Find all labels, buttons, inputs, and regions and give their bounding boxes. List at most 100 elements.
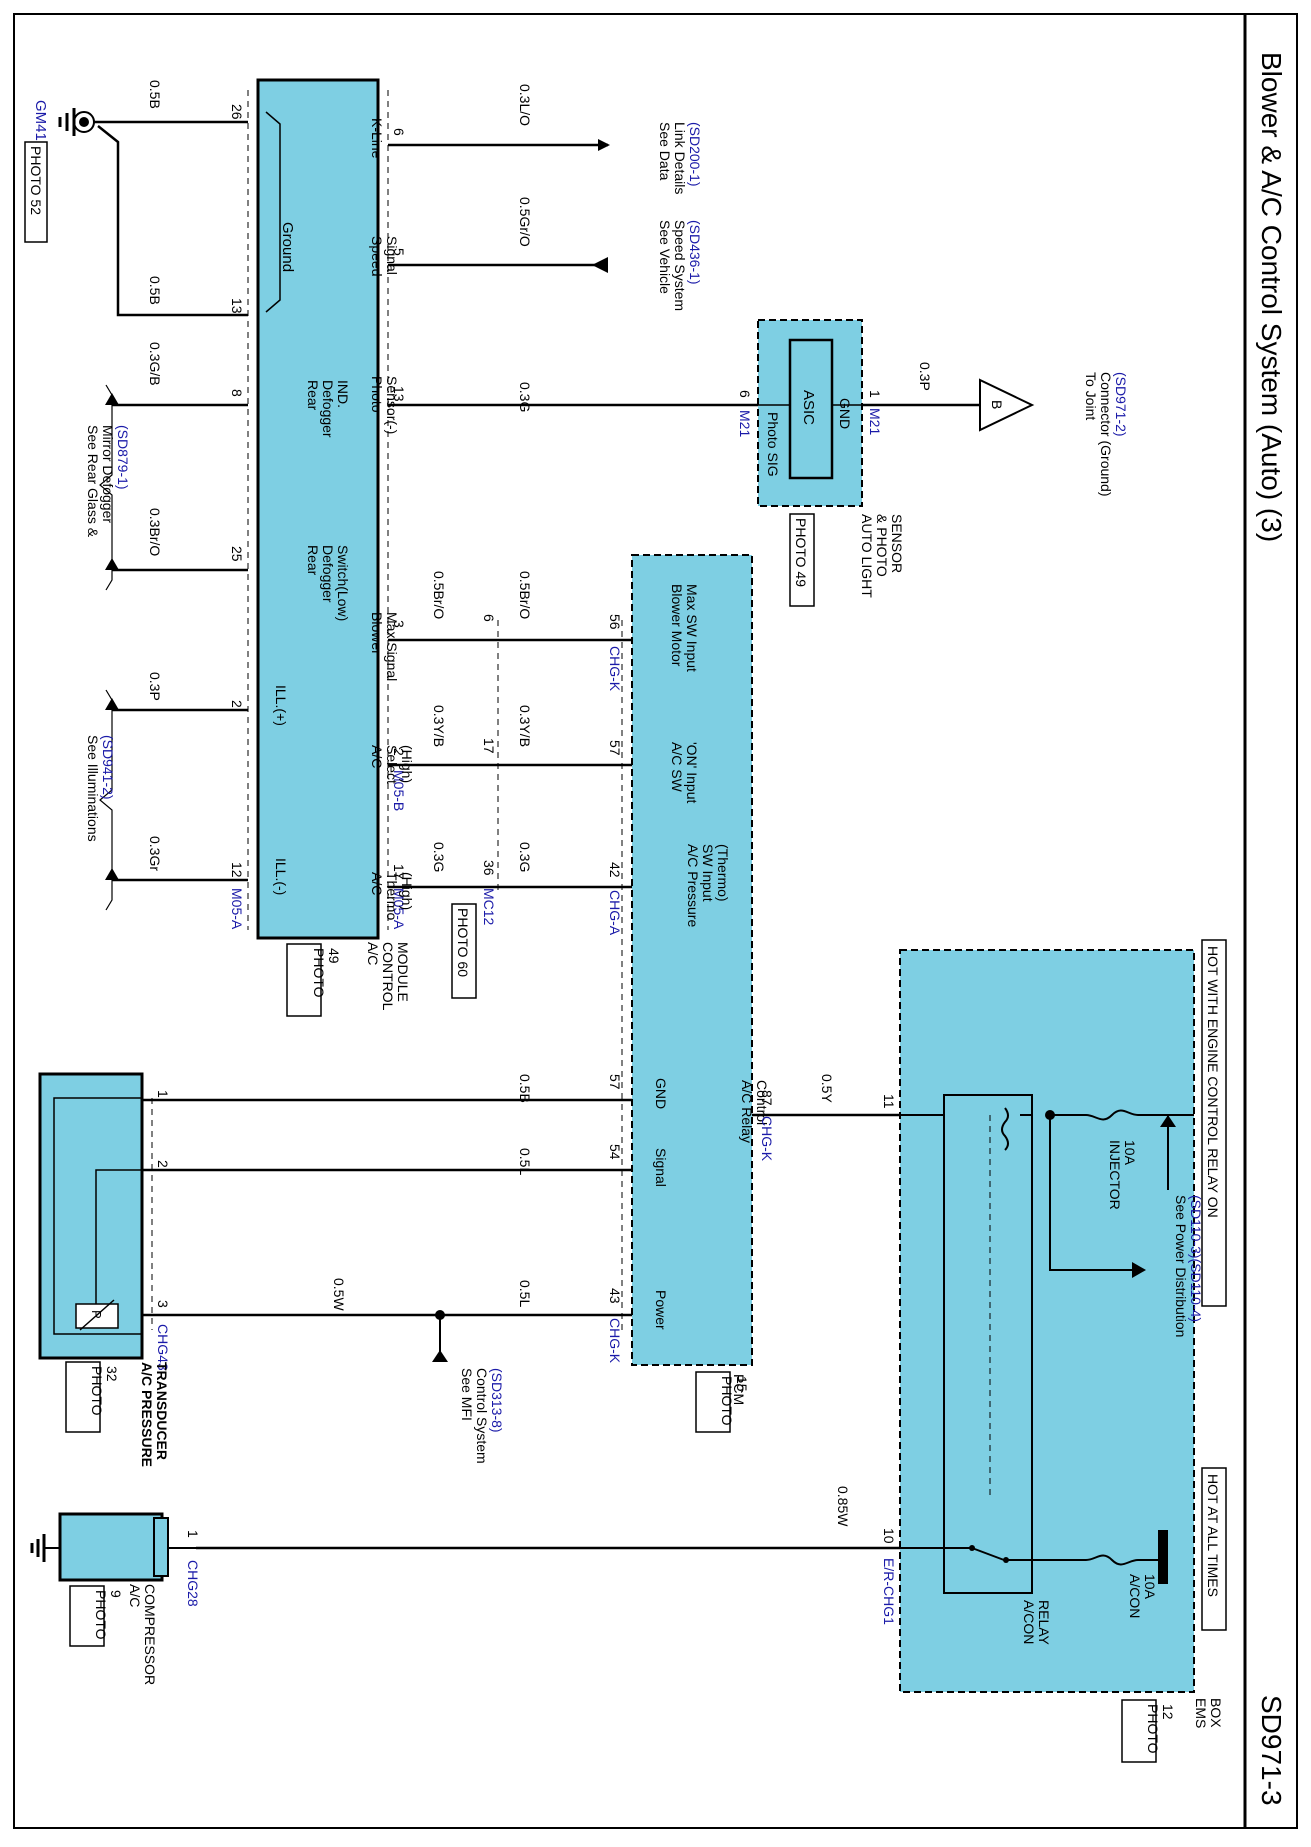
acm-right-label: Blower Max Signal — [369, 612, 400, 681]
ems-photo: PHOTO 12 — [1145, 1704, 1176, 1757]
page-code: SD971-3 — [1256, 1695, 1287, 1806]
ground-bracket — [265, 111, 281, 313]
sensor-sig-label: Photo SIG — [765, 412, 781, 477]
acon-relay-label: A/CON RELAY — [1021, 1600, 1052, 1648]
ref-rear-glass: See Rear Glass & Mirror Defogger (SD879-… — [85, 425, 131, 541]
mc12-pin: 36 — [481, 860, 497, 876]
hot-always-box — [1201, 1467, 1227, 1631]
compressor-wire: 0.85W — [835, 1486, 851, 1527]
acm-right-pin-num: 3 — [391, 620, 407, 628]
transducer-inner-wire — [95, 1169, 142, 1304]
acm-right-label: A/C Select (High) — [369, 745, 415, 788]
ref-power-distribution: See Power Distribution (SD110-3)(SD110-4… — [1173, 1195, 1204, 1341]
ac-module-ground-label: Ground — [279, 222, 296, 272]
wire-arrow — [592, 257, 608, 273]
acm-right-pin-wire: 0.5Gr/O — [517, 197, 533, 247]
pcm-pin-num: 54 — [607, 1144, 623, 1160]
wire-arrow — [432, 1350, 448, 1362]
injector-fuse — [1085, 1109, 1139, 1121]
acm-left-pin-num: 13 — [229, 298, 245, 314]
acm-right-label: K-Line — [369, 118, 385, 159]
ems-box — [899, 949, 1195, 1693]
hot-always-busbar — [1158, 1530, 1168, 1584]
acm-right-label: Photo Sensor(-) — [369, 376, 400, 434]
pressure-sensor-p: P — [89, 1310, 104, 1319]
ground-code: GM41 — [32, 100, 49, 141]
ac-control-module-box — [256, 78, 380, 940]
acm-left-pin-num: 25 — [229, 546, 245, 562]
sensor-pin-left: 6 — [737, 390, 753, 398]
acm-right-pin-num: 6 — [391, 128, 407, 136]
acm-right-pin-wire: 0.3Y/B — [431, 705, 447, 747]
sensor-connector-right: M21 — [867, 408, 883, 435]
compressor-name: A/C COMPRESSOR — [127, 1584, 158, 1685]
acm-connector-a: M05-A — [391, 888, 407, 930]
compressor-photo: PHOTO 9 — [93, 1590, 124, 1643]
mc12-wire: 0.5Br/O — [517, 571, 533, 619]
acm-right-pin-num: 2 — [391, 748, 407, 756]
transducer-photo: PHOTO 32 — [89, 1366, 120, 1419]
acm-left-pin-wire: 0.3Gr — [147, 836, 163, 871]
pcm-pin-num: 42 — [607, 862, 623, 878]
transducer-3-wire: 0.5W — [331, 1278, 347, 1311]
ems-pin: 10 — [881, 1528, 897, 1544]
compressor-ground-icon — [30, 1534, 60, 1562]
acm-left-pin-wire: 0.5B — [147, 276, 163, 305]
ems-photo-box — [1121, 1699, 1157, 1763]
pcm-box — [631, 554, 753, 1366]
ac-module-photo-box — [286, 943, 322, 1017]
joint-connector-badge — [979, 378, 1035, 432]
pcm-pin-num: 56 — [607, 614, 623, 630]
ground-branch-wire — [97, 125, 248, 317]
compressor-connector: CHG28 — [185, 1560, 201, 1607]
acon-fuse-label: A/CON 10A — [1127, 1574, 1158, 1622]
compressor-photo-box — [69, 1585, 105, 1647]
acm-right-pin-wire: 0.5Br/O — [431, 571, 447, 619]
acm-left-label: ILL.(+) — [273, 685, 289, 726]
pcm-pin-conn: CHG-A — [607, 890, 623, 936]
injector-fuse-label: INJECTOR 10A — [1107, 1140, 1138, 1214]
sensor-photo-box — [789, 513, 815, 607]
acm-right-pin-wire: 0.3G — [517, 382, 533, 412]
transducer-pin: 3 — [155, 1300, 171, 1308]
pcm-photo-box — [695, 1371, 731, 1433]
compressor-clutch — [153, 1517, 169, 1577]
mc12-wire: 0.3G — [517, 842, 533, 872]
pcm-pin-label: Signal — [653, 1148, 669, 1187]
illumination-brace — [99, 689, 113, 911]
acm-left-pin-num: 8 — [229, 389, 245, 397]
pcm-pin-num: 43 — [607, 1288, 623, 1304]
acm-connector-a2: M05-A — [229, 888, 245, 930]
ems-pin: 11 — [881, 1094, 897, 1109]
ems-name: EMS BOX — [1193, 1698, 1224, 1732]
acm-connector-b: M05-B — [391, 770, 407, 811]
ac-module-photo: PHOTO 49 — [311, 948, 342, 1001]
acm-left-pin-num: 12 — [229, 862, 245, 878]
transducer-photo-box — [65, 1361, 101, 1433]
pcm-pin-num: 87 — [759, 1090, 775, 1106]
acm-left-pin-num: 26 — [229, 104, 245, 120]
acon-relay — [943, 1094, 1033, 1594]
pcm-name: PCM — [731, 1374, 747, 1405]
acm-right-pin-wire: 0.3L/O — [517, 84, 533, 126]
pcm-pin-label: Blower Motor Max SW Input — [669, 584, 700, 672]
hot-always-label: HOT AT ALL TIMES — [1205, 1474, 1221, 1597]
ground-photo: PHOTO 52 — [28, 146, 44, 215]
acm-right-pin-wire: 0.3G — [431, 842, 447, 872]
pcm-pin-conn: CHG-K — [607, 1318, 623, 1364]
pcm-pin-conn: CHG-K — [607, 646, 623, 692]
ref-data-link: See Data Link Details (SD200-1) — [657, 122, 703, 198]
acon-fuse — [1085, 1554, 1139, 1566]
acm-left-pin-wire: 0.5B — [147, 80, 163, 109]
acm-right-pin-num: 13 — [391, 386, 407, 402]
transducer-name: A/C PRESSURE TRANSDUCER — [139, 1362, 170, 1471]
acm-right-pin-num: 17 — [391, 864, 407, 880]
mc12-photo: PHOTO 60 — [455, 908, 471, 977]
acm-right-label: Speed Signal — [369, 236, 400, 280]
transducer-signal-wire: 0.5L — [517, 1148, 533, 1175]
pcm-pin-label: Power — [653, 1290, 669, 1330]
hot-engine-box — [1201, 939, 1227, 1307]
pcm-photo: PHOTO 15 — [719, 1376, 750, 1429]
sensor-name: AUTO LIGHT & PHOTO SENSOR — [859, 514, 905, 601]
